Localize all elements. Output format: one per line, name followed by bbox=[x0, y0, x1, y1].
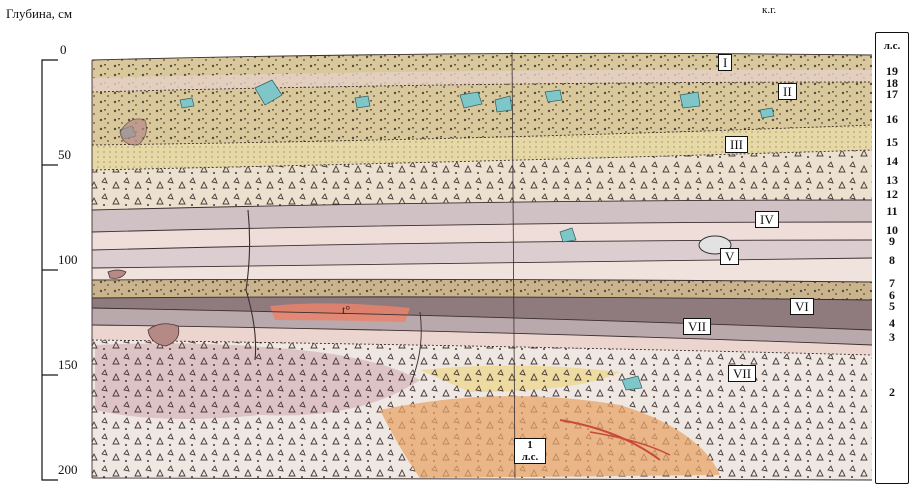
column-top-label: л.с. bbox=[876, 40, 908, 52]
unit-label-VII: VII bbox=[683, 318, 711, 335]
layer-red-lens bbox=[270, 303, 410, 322]
bottom-unit-number: 1 bbox=[515, 439, 545, 451]
layer-number: 14 bbox=[876, 155, 908, 167]
layer-number: 17 bbox=[876, 88, 908, 100]
depth-tick-label: 150 bbox=[58, 357, 78, 373]
layer-number: 4 bbox=[876, 317, 908, 329]
unit-label-VII-lower: VII bbox=[728, 365, 756, 382]
unit-label-II: II bbox=[778, 83, 797, 100]
layer-number: 2 bbox=[876, 386, 908, 398]
layer-number: 5 bbox=[876, 300, 908, 312]
layer-number: 16 bbox=[876, 113, 908, 125]
unit-label-IV: IV bbox=[755, 211, 779, 228]
layer-number: 15 bbox=[876, 136, 908, 148]
depth-tick-label: 200 bbox=[58, 462, 78, 478]
depth-tick-label: 0 bbox=[60, 42, 67, 58]
unit-label-III: III bbox=[725, 136, 748, 153]
temperature-marker: t° bbox=[342, 303, 350, 318]
unit-label-I: I bbox=[718, 54, 732, 71]
layer-number: 3 bbox=[876, 331, 908, 343]
layer-number: 7 bbox=[876, 277, 908, 289]
layer-number: 9 bbox=[876, 235, 908, 247]
layer-number: 11 bbox=[876, 205, 908, 217]
layer-number: 12 bbox=[876, 188, 908, 200]
depth-axis bbox=[42, 60, 58, 480]
unit-label-V: V bbox=[720, 248, 739, 265]
layer-number: 13 bbox=[876, 174, 908, 186]
layer-number: 8 bbox=[876, 254, 908, 266]
axis-title: Глубина, см bbox=[6, 6, 72, 22]
unit-label-VI: VI bbox=[790, 298, 814, 315]
depth-tick-label: 100 bbox=[58, 252, 78, 268]
depth-tick-label: 50 bbox=[58, 147, 71, 163]
column-header: к.г. bbox=[762, 4, 776, 16]
layer-number: 19 bbox=[876, 65, 908, 77]
bottom-unit-label: 1 л.с. bbox=[514, 438, 546, 464]
bottom-unit-sub: л.с. bbox=[515, 451, 545, 463]
